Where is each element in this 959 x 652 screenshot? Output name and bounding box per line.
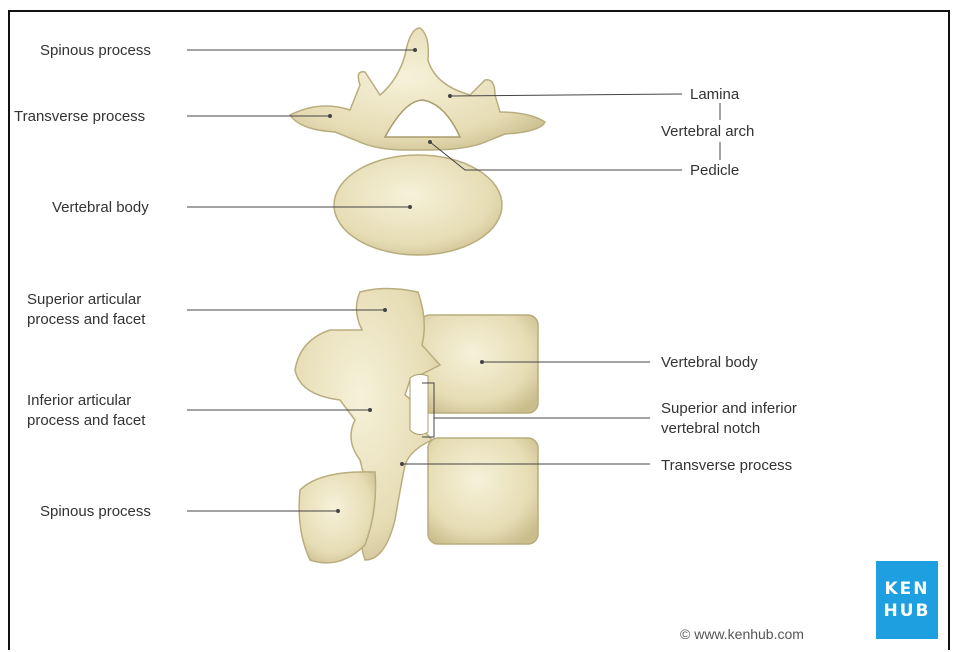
label-superior-articular-line2: process and facet — [27, 310, 145, 329]
label-transverse-process-side: Transverse process — [661, 456, 792, 475]
label-inferior-articular-line2: process and facet — [27, 411, 145, 430]
label-spinous-process-top: Spinous process — [40, 41, 151, 60]
label-pedicle: Pedicle — [690, 161, 739, 180]
copyright-text: © www.kenhub.com — [680, 626, 804, 642]
label-notch-line1: Superior and inferior — [661, 399, 797, 418]
lower-vertebral-body-shape — [428, 438, 538, 544]
lateral-view-vertebrae — [295, 289, 538, 563]
label-lamina: Lamina — [690, 85, 739, 104]
label-vertebral-body-top: Vertebral body — [52, 198, 149, 217]
label-notch-line2: vertebral notch — [661, 419, 760, 438]
logo-line2: HUB — [884, 600, 931, 622]
label-superior-articular-line1: Superior articular — [27, 290, 141, 309]
kenhub-logo: KEN HUB — [876, 561, 938, 639]
label-transverse-process-top: Transverse process — [14, 107, 145, 126]
label-vertebral-arch: Vertebral arch — [661, 122, 754, 141]
superior-view-vertebra — [290, 28, 545, 255]
logo-line1: KEN — [884, 578, 929, 600]
label-inferior-articular-line1: Inferior articular — [27, 391, 131, 410]
label-spinous-process-side: Spinous process — [40, 502, 151, 521]
label-vertebral-body-side: Vertebral body — [661, 353, 758, 372]
